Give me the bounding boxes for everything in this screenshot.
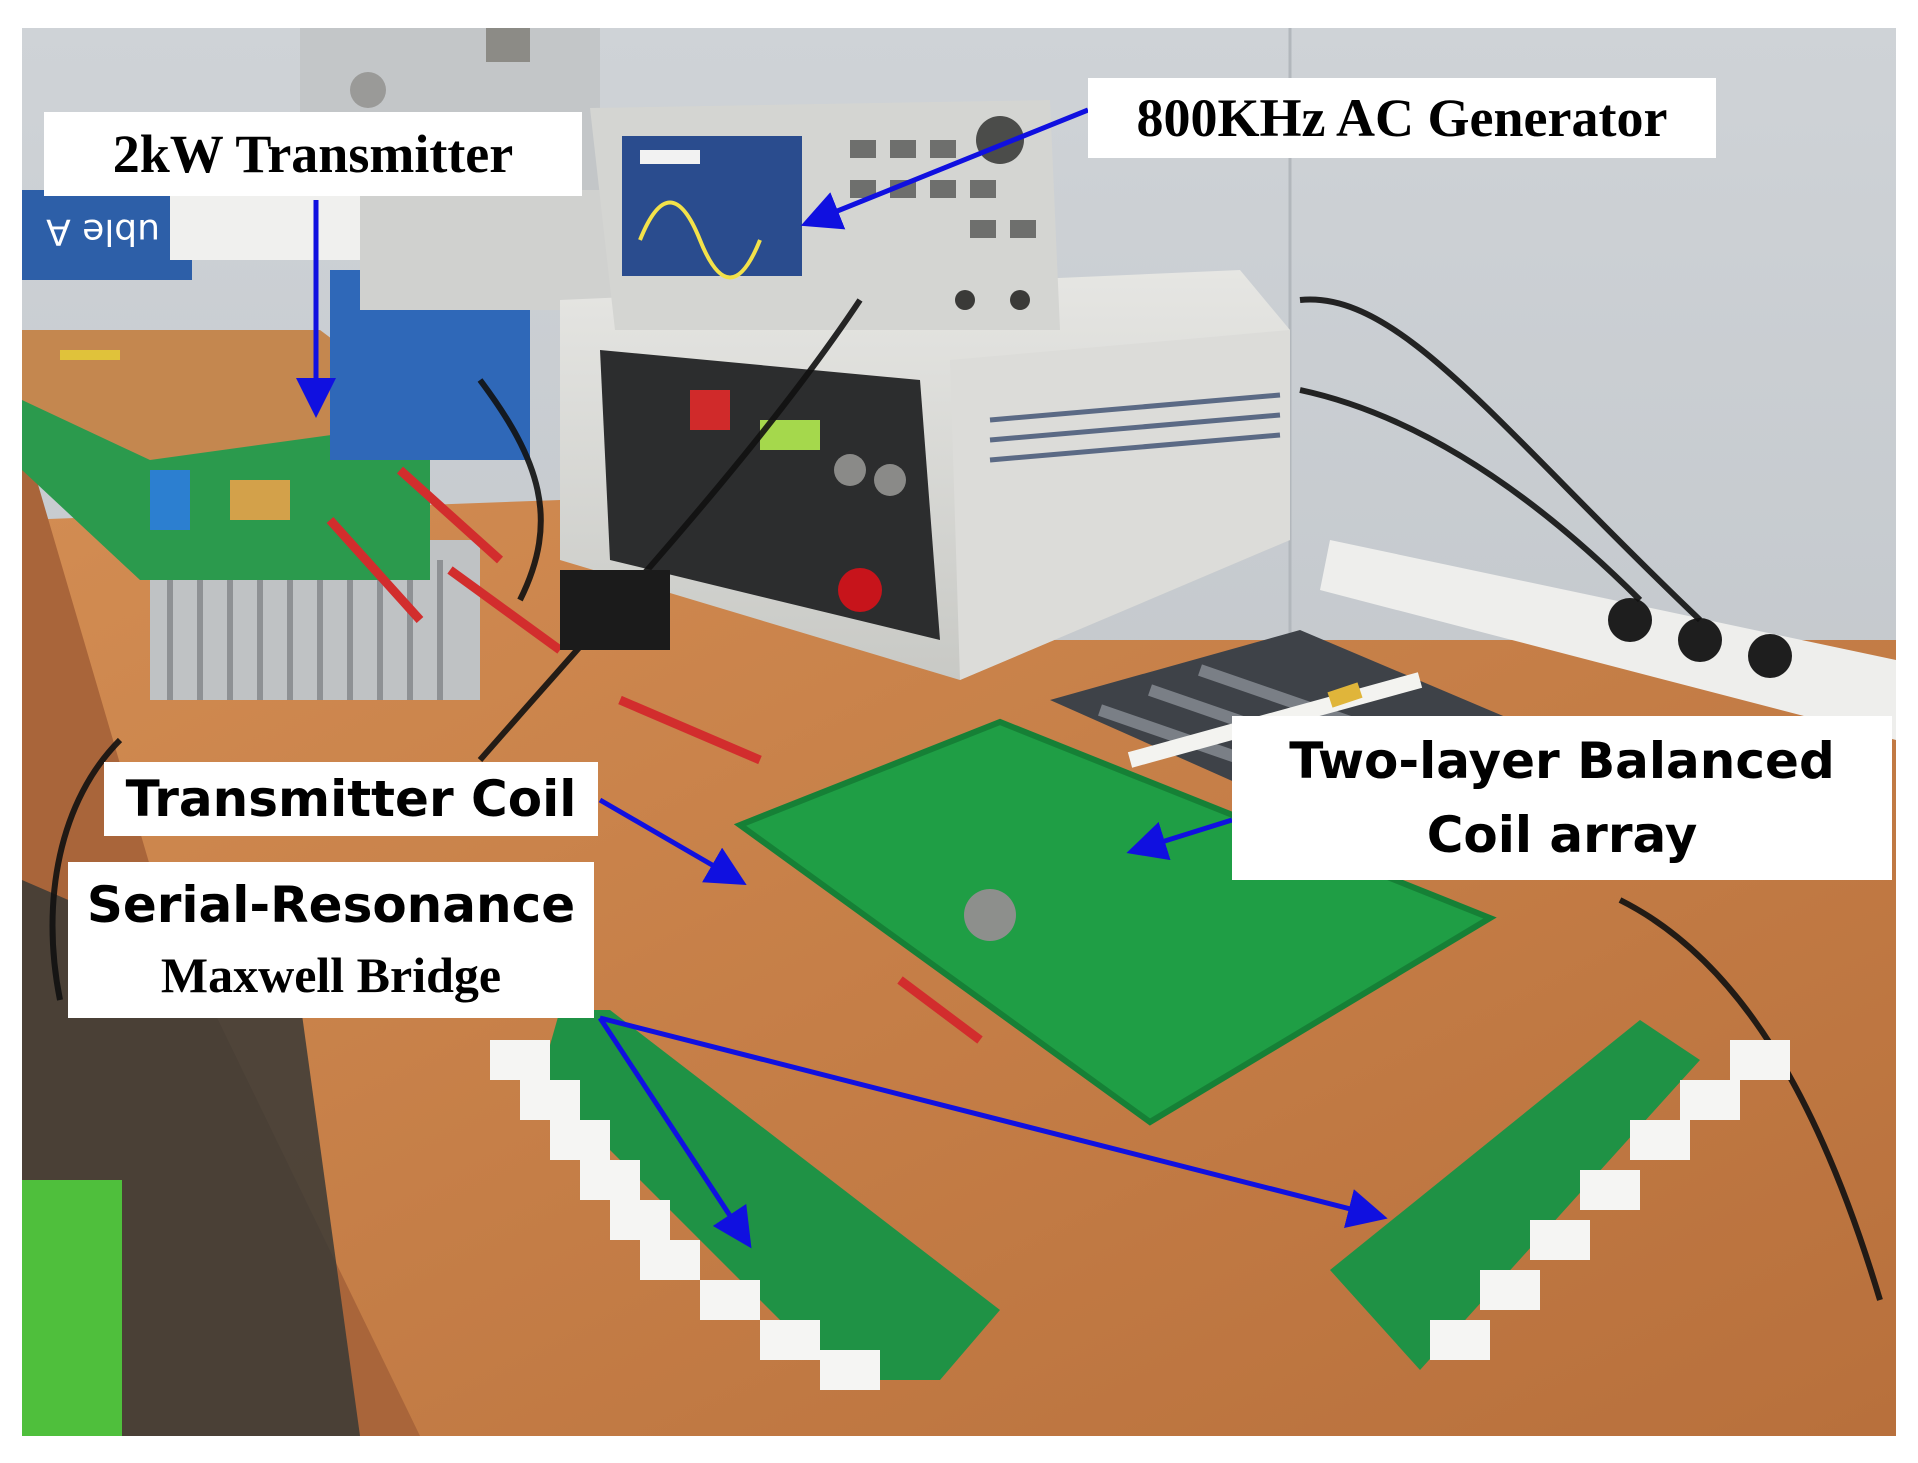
transmitter-coil-label: Transmitter Coil <box>104 762 598 836</box>
coil-array-label-line1: Two-layer Balanced <box>1289 732 1835 790</box>
left-bridge-board <box>490 1010 1000 1390</box>
coil-array-label-line2: Coil array <box>1426 806 1698 864</box>
maxwell-bridge-label-line1: Serial-Resonance <box>86 876 576 934</box>
maxwell-bridge-label: Serial-Resonance Maxwell Bridge <box>68 862 594 1018</box>
test-coin <box>964 889 1016 941</box>
transmitter-label: 2kW Transmitter <box>44 112 582 196</box>
maxwell-bridge-label-line2: Maxwell Bridge <box>160 947 502 1003</box>
svg-text:uble A: uble A <box>46 211 160 252</box>
transmitter-coil-pcb <box>733 718 1497 1126</box>
coil-array-label: Two-layer Balanced Coil array <box>1232 716 1892 880</box>
annotation-arrows <box>296 107 1388 1249</box>
power-amplifier-unit <box>560 270 1290 680</box>
ac-generator-label: 800KHz AC Generator <box>1088 78 1716 158</box>
right-bridge-board <box>1330 1020 1790 1370</box>
